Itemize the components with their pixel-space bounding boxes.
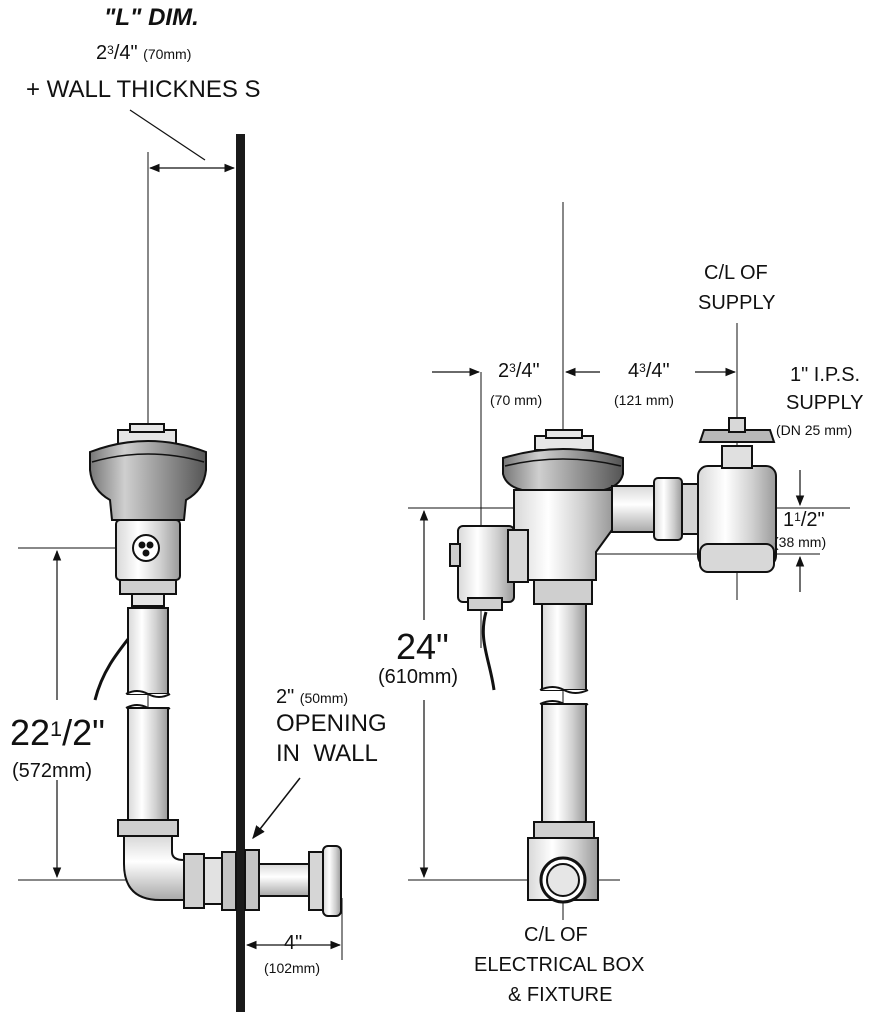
l-dim-leader	[129, 109, 206, 161]
opening-size: 2" (50mm)	[276, 686, 348, 709]
supply-cl-line-2: SUPPLY	[698, 292, 776, 314]
valve-rise-frac: 1	[794, 510, 801, 525]
l-dim-frac: 3	[107, 43, 114, 58]
offset-a-mm: (70 mm)	[490, 392, 543, 408]
fixture-cl-line-3: & FIXTURE	[508, 984, 613, 1006]
left-height-mm: (572mm)	[12, 760, 93, 782]
wall	[236, 134, 245, 1012]
offset-b-mm: (121 mm)	[614, 392, 674, 408]
right-flush-valve	[449, 417, 777, 904]
wall-thickness-label: + WALL THICKNES S	[26, 76, 261, 103]
valve-rise-mm: (38 mm)	[774, 534, 827, 550]
left-flush-valve	[89, 423, 342, 917]
right-height-value: 24"	[396, 626, 449, 667]
l-dim-whole: 2	[96, 42, 108, 64]
ips-line-2: SUPPLY	[786, 392, 864, 414]
valve-rise-whole: 1	[783, 509, 795, 531]
fixture-cl-line-2: ELECTRICAL BOX	[474, 954, 645, 976]
opening-size-in: 2"	[276, 686, 295, 708]
offset-a-denom: /4"	[515, 360, 540, 382]
l-dim-value: 23/4" (70mm)	[96, 42, 191, 65]
left-height-frac: 1	[50, 715, 63, 741]
offset-a-whole: 2	[498, 360, 510, 382]
offset-b-frac: 3	[639, 361, 646, 376]
opening-line-1: OPENING	[276, 710, 387, 737]
offset-a-frac: 3	[509, 361, 516, 376]
offset-b-whole: 4	[628, 360, 640, 382]
l-dim-title: "L" DIM.	[104, 4, 199, 31]
ips-mm: (DN 25 mm)	[776, 422, 853, 438]
left-height-value: 221/2"	[10, 712, 105, 754]
fixture-cl-line-1: C/L OF	[524, 924, 588, 946]
l-dim-denom: /4"	[113, 42, 138, 64]
offset-b-value: 43/4"	[628, 360, 670, 383]
left-height-whole: 22	[10, 712, 51, 753]
left-height-denom: /2"	[62, 712, 105, 753]
l-dim-mm: (70mm)	[143, 46, 192, 62]
supply-cl-line-1: C/L OF	[704, 262, 768, 284]
projection-mm: (102mm)	[264, 960, 321, 976]
offset-a-value: 23/4"	[498, 360, 540, 383]
valve-rise-value: 11/2"	[783, 509, 825, 532]
projection-value: 4"	[284, 932, 303, 954]
opening-size-mm: (50mm)	[299, 690, 349, 706]
right-height-mm: (610mm)	[378, 666, 459, 688]
valve-rise-denom: /2"	[800, 509, 825, 531]
ips-line-1: 1" I.P.S.	[790, 364, 861, 386]
opening-arrow	[252, 777, 301, 840]
opening-line-2: IN WALL	[276, 740, 378, 767]
offset-b-denom: /4"	[645, 360, 670, 382]
